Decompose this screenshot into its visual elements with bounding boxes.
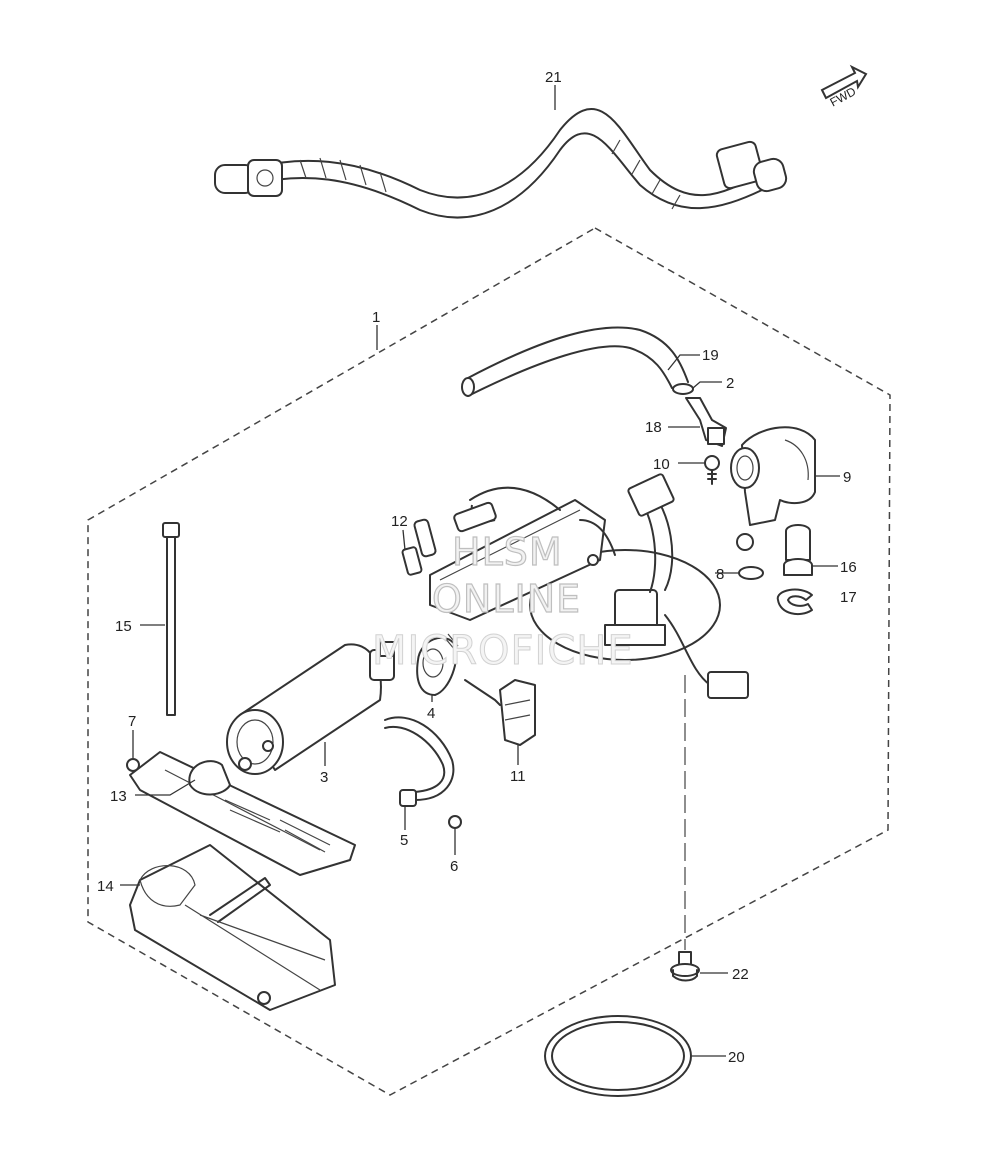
part-19-fuel-hose — [461, 326, 689, 397]
watermark: HLSM ONLINE MICROFICHE — [372, 529, 634, 674]
part-10-screw — [704, 455, 720, 485]
callout-labels: 21 1 19 2 18 10 9 12 8 16 17 15 4 7 3 11… — [97, 69, 857, 1066]
watermark-line1: HLSM — [452, 530, 563, 574]
callout-8: 8 — [716, 566, 724, 583]
part-11-bracket-clip — [464, 679, 536, 746]
part-5-pump-strap — [384, 716, 455, 807]
part-16-regulator — [783, 524, 813, 576]
part-18-fitting — [685, 397, 727, 447]
part-6-screw — [448, 815, 462, 829]
callout-3: 3 — [320, 769, 328, 786]
part-17-retainer-clip — [776, 588, 813, 616]
part-12-connector — [401, 518, 437, 576]
callout-14: 14 — [97, 878, 114, 895]
assembly-boundary — [87, 227, 891, 1096]
part-22-bolt — [670, 951, 700, 982]
callout-10: 10 — [653, 456, 670, 473]
part-20-gasket — [544, 1015, 692, 1097]
callout-12: 12 — [391, 513, 408, 530]
part-14-reservoir-cup — [129, 844, 336, 1011]
forward-direction-badge: FWD — [820, 64, 868, 109]
callout-20: 20 — [728, 1049, 745, 1066]
watermark-line2: ONLINE — [432, 577, 581, 621]
callout-21: 21 — [545, 69, 562, 86]
callout-5: 5 — [400, 832, 408, 849]
callout-6: 6 — [450, 858, 458, 875]
part-13-fuel-filter — [129, 751, 356, 876]
part-21-hose — [214, 108, 788, 219]
watermark-line3: MICROFICHE — [372, 628, 634, 674]
callout-7: 7 — [128, 713, 136, 730]
callout-15: 15 — [115, 618, 132, 635]
pump-module-plate — [429, 473, 749, 699]
leader-lines — [120, 85, 840, 1057]
part-7-nut — [126, 758, 140, 772]
callout-1: 1 — [372, 309, 380, 326]
part-15-cable-tie — [162, 522, 180, 716]
callout-17: 17 — [840, 589, 857, 606]
callout-13: 13 — [110, 788, 127, 805]
callout-11: 11 — [510, 768, 526, 785]
part-8-o-ring — [738, 566, 764, 580]
callout-19: 19 — [702, 347, 719, 364]
callout-4: 4 — [427, 705, 435, 722]
part-9-regulator-housing — [730, 426, 816, 551]
callout-2: 2 — [726, 375, 734, 392]
part-4-pump-cushion — [416, 633, 459, 696]
part-2-clip — [672, 383, 694, 395]
callout-22: 22 — [732, 966, 749, 983]
part-3-fuel-pump — [226, 641, 395, 775]
callout-16: 16 — [840, 559, 857, 576]
callout-18: 18 — [645, 419, 662, 436]
callout-9: 9 — [843, 469, 851, 486]
